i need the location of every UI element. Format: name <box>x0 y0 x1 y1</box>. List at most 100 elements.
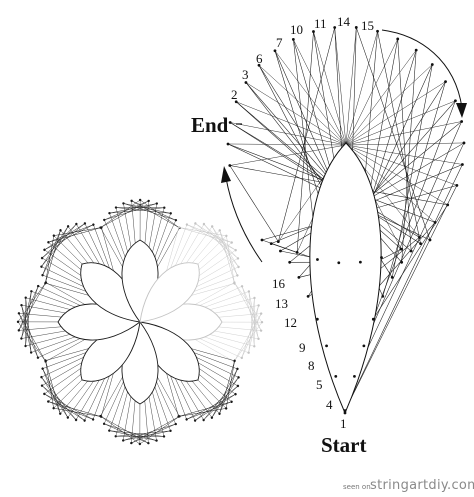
string-line <box>345 121 462 146</box>
pin-number-3: 3 <box>242 67 249 82</box>
string-line <box>313 31 347 146</box>
pin-dot <box>462 141 466 145</box>
string-line <box>236 101 412 252</box>
pin-dot <box>325 344 328 348</box>
string-line <box>236 101 347 146</box>
pin-number-11: 11 <box>314 16 327 31</box>
string-line <box>344 164 463 411</box>
string-line <box>229 165 279 242</box>
pin-dot <box>273 49 277 53</box>
string-line <box>397 38 412 252</box>
pin-dot <box>430 63 434 66</box>
pin-dot <box>460 120 464 123</box>
pin-dot <box>444 80 447 83</box>
rosette-petal <box>139 321 240 422</box>
string-line <box>345 50 417 146</box>
pin-dot <box>260 238 264 242</box>
pin-dot <box>226 142 230 146</box>
string-line <box>345 142 464 146</box>
string-line <box>230 122 347 146</box>
pin-number-10: 10 <box>290 22 303 37</box>
pin-dot <box>315 317 319 321</box>
watermark-prefix: seen on <box>343 483 371 491</box>
pin-dot <box>446 203 450 207</box>
arrow-up-left-icon <box>221 166 263 263</box>
string-line <box>345 144 448 206</box>
pin-dot <box>454 99 457 103</box>
pin-dot <box>276 240 280 244</box>
pin-dot <box>297 276 301 279</box>
pin-dot <box>312 30 315 33</box>
pin-number-7: 7 <box>276 35 283 50</box>
pin-dot <box>288 260 292 264</box>
pin-dot <box>279 249 282 253</box>
pin-number-16: 16 <box>272 276 286 291</box>
pin-dot <box>358 260 362 264</box>
string-line <box>401 50 417 263</box>
string-line <box>345 38 398 146</box>
rosette-petal <box>139 222 240 323</box>
pin-dot <box>428 238 432 242</box>
pin-dot <box>291 37 295 41</box>
pin-dot <box>414 48 418 52</box>
string-line <box>345 31 378 146</box>
pin-dot <box>306 294 310 298</box>
string-line <box>354 142 465 377</box>
pin-dot <box>460 163 464 166</box>
pin-number-5: 5 <box>316 377 323 392</box>
flower-rosette-pattern <box>16 198 264 446</box>
pin-dot <box>381 294 385 298</box>
pin-dot <box>396 37 400 41</box>
string-line <box>228 143 347 146</box>
string-line <box>345 81 446 146</box>
pin-dot <box>269 242 273 245</box>
pin-dot <box>343 411 347 415</box>
watermark-site: stringartdiy.com <box>370 478 474 493</box>
pin-number-2: 2 <box>231 87 238 102</box>
start-label: Start <box>321 433 367 457</box>
string-line <box>345 144 457 186</box>
pin-dot <box>419 242 422 245</box>
pin-number-13: 13 <box>275 296 288 311</box>
string-line <box>345 144 436 223</box>
pin-number-14: 14 <box>337 14 351 29</box>
pin-dot <box>399 247 403 251</box>
pin-number-6: 6 <box>256 51 263 66</box>
pin-dot <box>455 183 459 187</box>
string-line <box>293 39 347 146</box>
string-line <box>261 239 298 253</box>
string-line <box>278 27 335 242</box>
pin-dot <box>333 26 337 29</box>
string-line <box>345 144 463 165</box>
string-line <box>345 27 357 146</box>
pin-number-9: 9 <box>299 340 306 355</box>
string-line <box>377 31 421 244</box>
string-line <box>229 144 347 166</box>
pin-dot <box>376 29 379 33</box>
pin-dot <box>228 164 232 167</box>
pin-dot <box>337 261 341 265</box>
pin-dot <box>334 374 338 378</box>
string-line <box>296 31 314 253</box>
pin-dot <box>354 26 358 29</box>
pin-dot <box>257 63 261 67</box>
end-label: End <box>191 113 229 137</box>
string-line <box>258 65 347 146</box>
pin-number-4: 4 <box>326 397 333 412</box>
pin-number-15: 15 <box>361 18 374 33</box>
rosette-petal <box>40 321 141 422</box>
pin-dot <box>371 317 375 321</box>
pin-dot <box>228 121 232 124</box>
pin-dot <box>343 409 347 413</box>
pin-dot <box>353 374 356 378</box>
string-line <box>334 27 347 146</box>
string-line <box>373 100 456 320</box>
string-line <box>345 64 433 146</box>
string-line <box>345 100 456 146</box>
pin-dot <box>418 235 421 239</box>
pin-dot <box>400 260 404 264</box>
pin-dot <box>409 249 413 253</box>
string-line <box>245 82 347 146</box>
